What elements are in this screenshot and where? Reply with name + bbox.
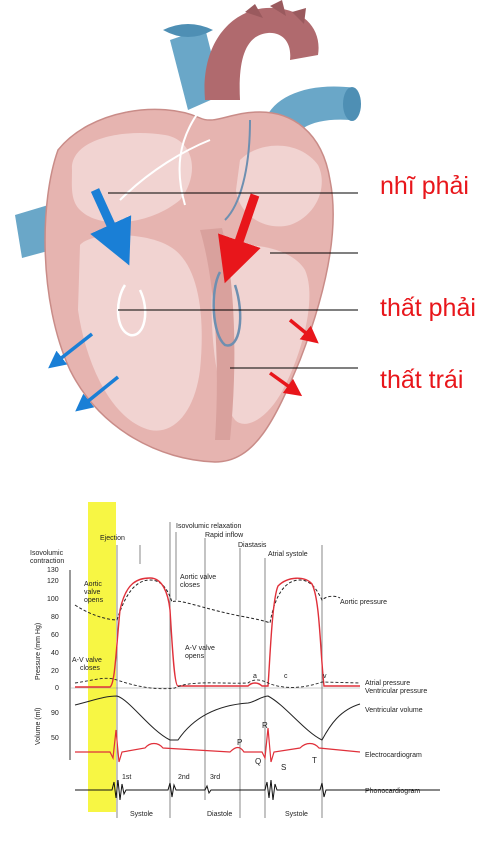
volume-tick: 130 [47, 567, 59, 574]
ecg-r: R [262, 721, 268, 730]
label-atrial-pressure: Atrial pressure [365, 680, 410, 687]
wave-c: c [284, 673, 288, 680]
wave-a: a [253, 673, 257, 680]
bottom-label-systole-1: Systole [130, 811, 153, 818]
pressure-axis-label: Pressure (mm Hg) [35, 623, 42, 680]
heart-sound-3rd: 3rd [210, 774, 220, 781]
annotation-av-valve-opens-2: opens [185, 653, 205, 660]
label-ventricular-volume: Ventricular volume [365, 707, 423, 714]
label-right-ventricle: thất phải [380, 294, 476, 322]
heart-sound-2nd: 2nd [178, 774, 190, 781]
pressure-tick: 60 [51, 632, 59, 639]
red-arrow-inflow [218, 193, 261, 284]
mitral-valve [212, 271, 242, 347]
phase-rapid-inflow: Rapid inflow [205, 532, 244, 539]
phonocardiogram-trace [75, 779, 440, 801]
phase-isovolumic-contraction-1: Isovolumic [30, 550, 64, 557]
isovolumic-contraction-highlight [88, 502, 116, 812]
phase-isovolumic-contraction-2: contraction [30, 558, 64, 565]
annotation-av-valve-closes-2: closes [80, 665, 100, 672]
wave-v: v [323, 673, 327, 680]
bottom-label-systole-2: Systole [285, 811, 308, 818]
pressure-tick: 0 [55, 685, 59, 692]
bottom-label-diastole: Diastole [207, 811, 232, 818]
cardiac-cycle-diagram: Ejection Isovolumic relaxation Rapid inf… [30, 502, 440, 818]
annotation-av-valve-closes-1: A-V valve [72, 657, 102, 664]
phase-dividers [116, 522, 323, 818]
aorta [204, 0, 319, 100]
ecg-q: Q [255, 757, 261, 766]
heart-diagram [15, 0, 361, 463]
pressure-ticks: 120 100 80 60 40 20 0 [47, 578, 59, 692]
ecg-s: S [281, 763, 286, 772]
label-phonocardiogram: Phonocardiogram [365, 788, 420, 795]
blue-arrow-inflow [90, 188, 132, 266]
annotation-aortic-valve-opens-3: opens [84, 597, 104, 604]
atrial-pressure-trace [74, 677, 361, 690]
volume-ticks: 130 90 50 [47, 567, 59, 742]
pressure-tick: 40 [51, 650, 59, 657]
heart-sound-1st: 1st [122, 774, 131, 781]
pressure-tick: 100 [47, 596, 59, 603]
pressure-tick: 80 [51, 614, 59, 621]
phase-diastasis: Diastasis [238, 542, 267, 549]
ventricular-pressure-trace [75, 577, 360, 688]
label-aortic-pressure: Aortic pressure [340, 599, 387, 606]
ecg-p: P [237, 738, 242, 747]
left-atrium-chamber [236, 145, 322, 227]
ecg-t: T [312, 756, 317, 765]
annotation-aortic-valve-opens-2: valve [84, 589, 100, 596]
volume-tick: 90 [51, 710, 59, 717]
ventricular-volume-trace [74, 695, 361, 741]
phase-atrial-systole: Atrial systole [268, 551, 308, 558]
annotation-av-valve-opens-1: A-V valve [185, 645, 215, 652]
pressure-tick: 20 [51, 668, 59, 675]
aortic-pressure-trace [74, 579, 341, 624]
label-left-ventricle: thất trái [380, 366, 464, 394]
red-arrow-out-1 [288, 318, 319, 344]
annotation-aortic-valve-opens-1: Aortic [84, 581, 102, 588]
blue-arrow-out-1 [48, 332, 94, 369]
blue-arrow-out-2 [75, 375, 120, 412]
annotation-aortic-valve-closes-1: Aortic valve [180, 574, 216, 581]
phase-ejection: Ejection [100, 535, 125, 542]
pressure-tick: 120 [47, 578, 59, 585]
phase-isovolumic-relaxation: Isovolumic relaxation [176, 523, 241, 530]
tricuspid-valve [116, 284, 147, 337]
electrocardiogram-trace [75, 727, 361, 763]
annotation-aortic-valve-closes-2: closes [180, 582, 200, 589]
label-right-atrium: nhĩ phải [380, 172, 469, 200]
label-electrocardiogram: Electrocardiogram [365, 752, 422, 759]
volume-tick: 50 [51, 735, 59, 742]
label-ventricular-pressure: Ventricular pressure [365, 688, 427, 695]
red-arrow-out-2 [268, 371, 303, 397]
volume-axis-label: Volume (ml) [35, 708, 42, 745]
